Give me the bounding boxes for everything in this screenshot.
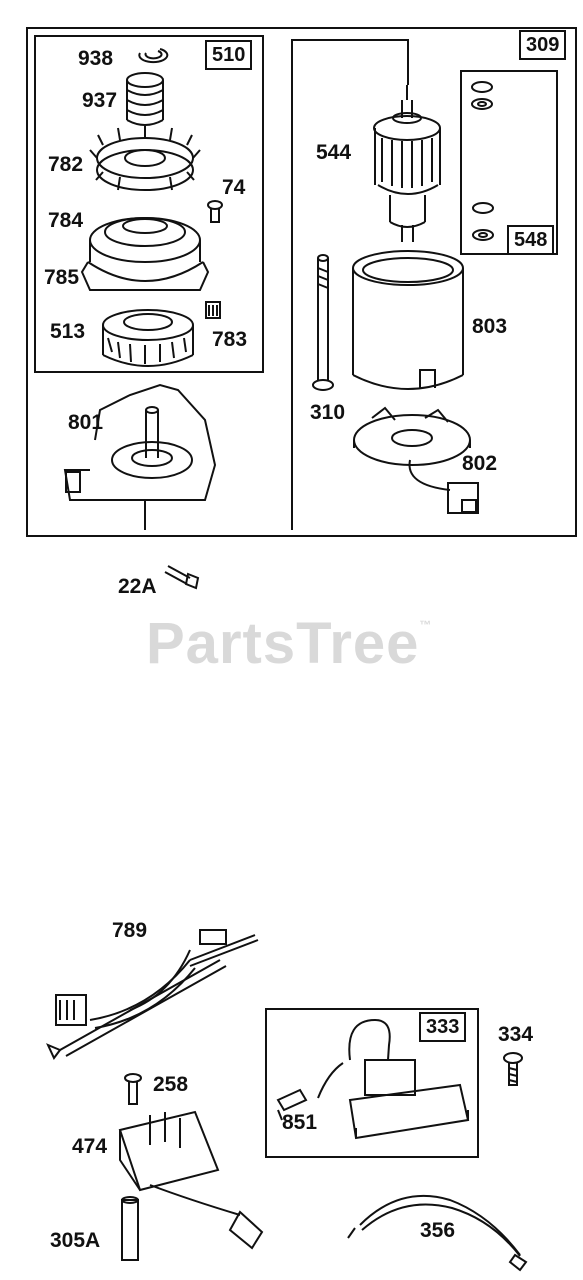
part-label-22A: 22A — [118, 575, 157, 598]
part-label-305A: 305A — [50, 1229, 101, 1252]
washers-548 — [471, 81, 494, 241]
starter-assembly-frame — [26, 27, 577, 537]
screw-334 — [503, 1052, 523, 1086]
part-label-74: 74 — [222, 176, 246, 199]
part-label-258: 258 — [153, 1073, 189, 1096]
part-label-785: 785 — [44, 266, 80, 289]
ground-wire-356 — [347, 1194, 528, 1272]
brush-plate-802 — [353, 406, 479, 514]
nut-783 — [205, 301, 221, 319]
group-label-333: 333 — [419, 1012, 467, 1042]
ignition-coil-333 — [317, 1018, 470, 1140]
part-label-310: 310 — [310, 401, 346, 424]
part-label-513: 513 — [50, 320, 86, 343]
part-label-937: 937 — [82, 89, 118, 112]
spring-937 — [126, 72, 164, 126]
part-label-784: 784 — [48, 209, 84, 232]
end-housing-801 — [63, 383, 217, 530]
motor-housing-803 — [352, 250, 464, 390]
module-474 — [118, 1110, 264, 1250]
retaining-ring-938 — [138, 48, 169, 64]
drive-cover-784 — [80, 217, 210, 291]
part-label-801: 801 — [68, 411, 104, 434]
group-label-510: 510 — [205, 40, 253, 70]
drive-kit-frame — [34, 35, 264, 373]
spark-plug-boot-851 — [276, 1088, 308, 1121]
part-label-803: 803 — [472, 315, 508, 338]
part-label-474: 474 — [72, 1135, 108, 1158]
part-label-356: 356 — [420, 1219, 456, 1242]
group-label-548: 548 — [507, 225, 555, 255]
part-label-783: 783 — [212, 328, 248, 351]
group-label-309: 309 — [519, 30, 567, 60]
armature-544 — [373, 85, 441, 242]
screw-258 — [124, 1073, 142, 1105]
part-label-334: 334 — [498, 1023, 534, 1046]
watermark: PartsTree™ — [146, 610, 432, 677]
part-label-938: 938 — [78, 47, 114, 70]
part-label-782: 782 — [48, 153, 84, 176]
assembly-divider-line — [291, 39, 409, 530]
part-label-544: 544 — [316, 141, 352, 164]
wire-harness-789 — [46, 929, 259, 1060]
clutch-513 — [102, 309, 194, 367]
part-label-789: 789 — [112, 919, 148, 942]
gear-782 — [89, 126, 201, 191]
through-bolt-310 — [312, 254, 334, 391]
screw-74 — [207, 200, 223, 223]
watermark-text: PartsTree — [146, 611, 420, 676]
part-label-851: 851 — [282, 1111, 318, 1134]
part-label-802: 802 — [462, 452, 498, 475]
ignition-module-frame — [265, 1008, 479, 1158]
bolt-22A — [164, 565, 200, 590]
spacer-305A — [121, 1196, 139, 1261]
watermark-tm: ™ — [419, 618, 433, 632]
